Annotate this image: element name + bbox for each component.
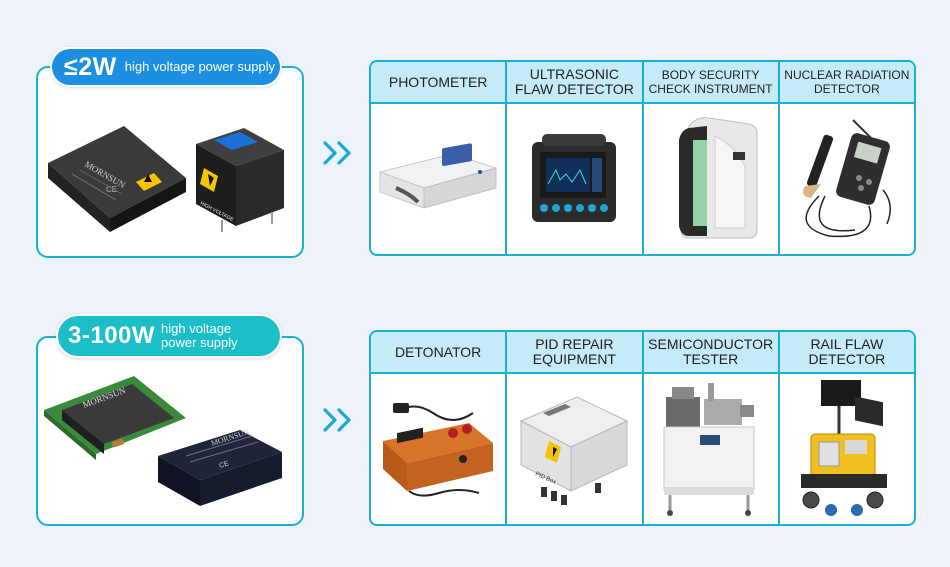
app-label: SEMICONDUCTOR TESTER	[643, 332, 778, 374]
app-semiconductor-tester: SEMICONDUCTOR TESTER	[641, 332, 778, 524]
applications-panel-3-100w: DETONATOR PID REPAIR EQUIPMENT	[369, 330, 916, 526]
power-description: high voltage power supply	[161, 321, 238, 350]
app-label: PID REPAIR EQUIPMENT	[507, 332, 642, 374]
product-panel-3-100w: MORNSUN MORNSUN CE	[36, 336, 304, 526]
body-scanner-icon	[678, 117, 758, 239]
product-panel-2w: MORNSUN CE HIGH VOLTAGE	[36, 66, 304, 258]
power-badge-2w: ≤2W high voltage power supply	[50, 47, 282, 87]
app-label: PHOTOMETER	[371, 62, 506, 104]
power-badge-3-100w: 3-100W high voltage power supply	[56, 314, 282, 358]
app-label: ULTRASONIC FLAW DETECTOR	[507, 62, 642, 104]
app-pid-repair: PID REPAIR EQUIPMENT PID Box	[505, 332, 642, 524]
power-rating: ≤2W	[64, 52, 117, 81]
semiconductor-tester-icon	[663, 383, 755, 516]
mornsun-module-image: MORNSUN CE HIGH VOLTAGE	[48, 126, 284, 232]
app-label: BODY SECURITY CHECK INSTRUMENT	[643, 62, 778, 104]
svg-text:CE: CE	[218, 460, 230, 470]
app-label: NUCLEAR RADIATION DETECTOR	[779, 62, 914, 104]
app-label: RAIL FLAW DETECTOR	[779, 332, 914, 374]
app-label: DETONATOR	[371, 332, 506, 374]
pid-box-icon: PID Box	[520, 396, 629, 505]
app-ultrasonic-flaw-detector: ULTRASONIC FLAW DETECTOR	[505, 62, 642, 254]
power-rating: 3-100W	[68, 322, 156, 349]
applications-panel-2w: PHOTOMETER ULTRASONIC FLAW DETECTOR	[369, 60, 916, 256]
app-rail-flaw-detector: RAIL FLAW DETECTOR	[777, 332, 914, 524]
app-nuclear-radiation-detector: NUCLEAR RADIATION DETECTOR	[777, 62, 914, 254]
radiation-detector-icon	[802, 119, 891, 238]
mornsun-module-image: MORNSUN MORNSUN CE	[44, 376, 282, 506]
photometer-icon	[378, 143, 498, 209]
double-chevron-right-icon	[323, 141, 351, 165]
flaw-detector-icon	[532, 134, 617, 222]
detonator-icon	[383, 403, 494, 497]
svg-text:CE: CE	[106, 185, 117, 194]
rail-detector-icon	[800, 380, 887, 516]
app-photometer: PHOTOMETER	[371, 62, 506, 254]
power-description: high voltage power supply	[124, 59, 276, 74]
app-body-security-check: BODY SECURITY CHECK INSTRUMENT	[641, 62, 778, 254]
double-chevron-right-icon	[323, 408, 351, 432]
app-detonator: DETONATOR	[371, 332, 506, 524]
